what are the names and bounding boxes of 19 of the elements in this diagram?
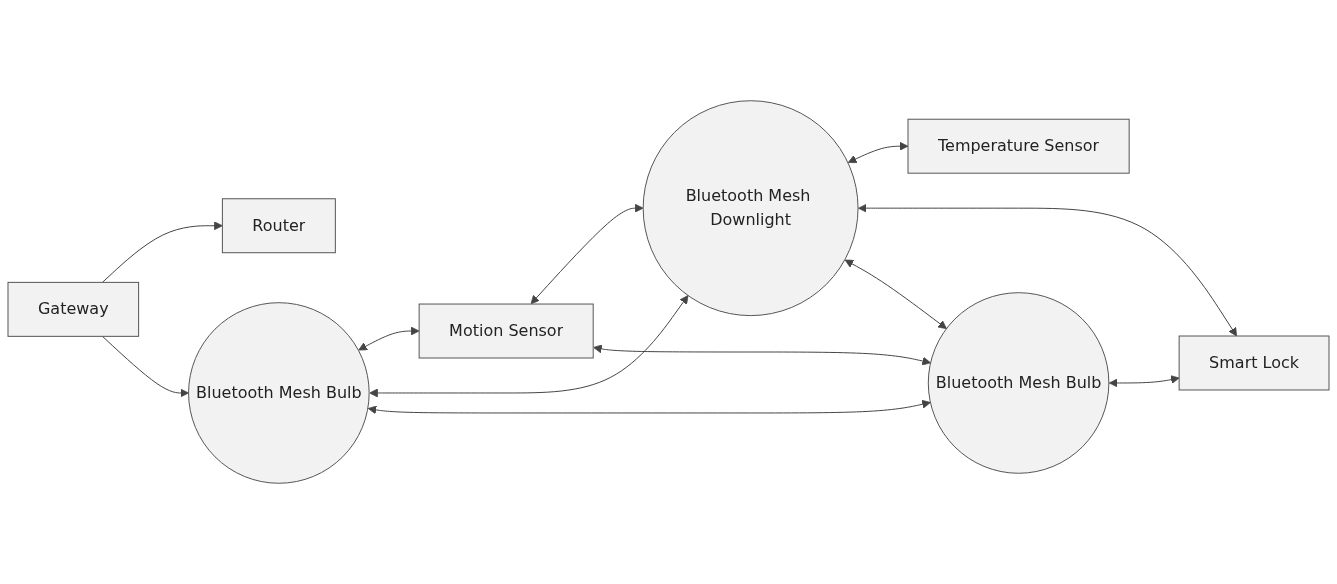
node-circle: Bluetooth Mesh Downlight	[642, 100, 859, 317]
node-box: Smart Lock	[1178, 335, 1330, 391]
arrow	[530, 203, 644, 305]
arrow	[101, 335, 189, 398]
arrow	[593, 344, 931, 366]
arrow	[847, 141, 909, 164]
arrow	[101, 221, 223, 283]
arrow	[358, 326, 420, 351]
arrow	[1108, 375, 1180, 388]
arrow	[369, 295, 689, 398]
node-box: Router	[221, 198, 336, 254]
node-box: Gateway	[7, 281, 140, 337]
node-box: Temperature Sensor	[907, 118, 1130, 174]
arrow	[844, 259, 947, 330]
arrow	[858, 203, 1238, 337]
arrow	[367, 399, 931, 415]
node-box: Motion Sensor	[418, 303, 594, 359]
node-circle: Bluetooth Mesh Bulb	[188, 302, 370, 484]
node-circle: Bluetooth Mesh Bulb	[927, 292, 1110, 474]
